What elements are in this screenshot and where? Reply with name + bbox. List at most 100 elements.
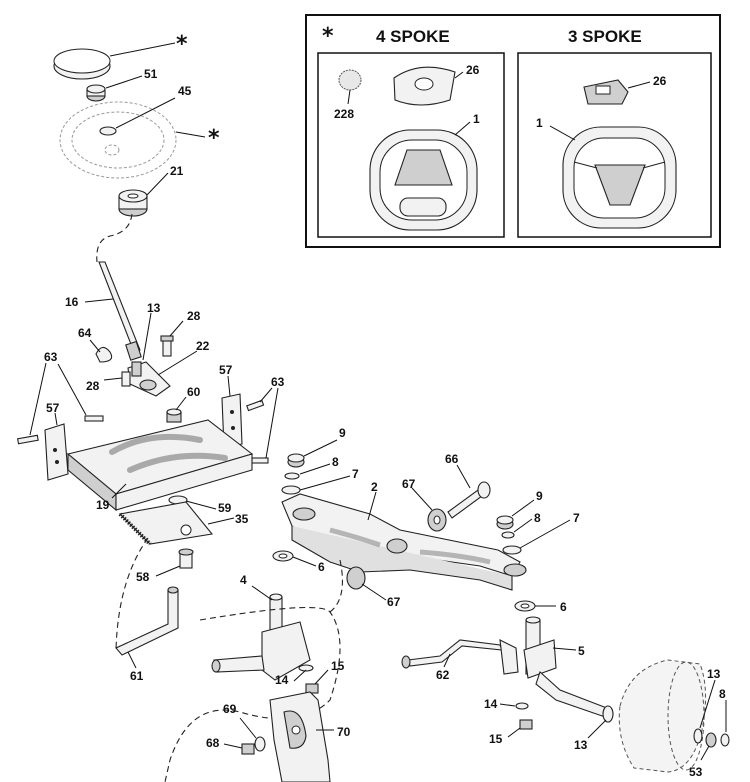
label-51: 51: [144, 67, 158, 81]
label-61: 61: [130, 669, 144, 683]
label-28-right: 28: [187, 309, 201, 323]
label-14-right: 14: [484, 697, 498, 711]
label-63-left: 63: [44, 350, 58, 364]
label-5: 5: [578, 644, 585, 658]
inset-star: *: [322, 24, 334, 49]
label-8-right: 8: [534, 511, 541, 525]
washer-13-wheel-inner: [602, 705, 614, 723]
inset-panel: * 4 SPOKE 3 SPOKE 26 228 1: [305, 14, 721, 248]
three-spoke-cap: [583, 79, 629, 105]
bushing-67-upper: [427, 508, 447, 532]
bolt-58: [178, 548, 194, 569]
label-7-left: 7: [352, 467, 359, 481]
label-63-right: 63: [271, 375, 285, 389]
spindle-4: [211, 593, 311, 681]
bolt-68: [241, 743, 255, 755]
label-9-left: 9: [339, 426, 346, 440]
nut-15-left: [305, 683, 319, 694]
label-62: 62: [436, 668, 450, 682]
label-13-top: 13: [147, 301, 161, 315]
bolt-13-top: [131, 361, 142, 377]
inset-title-4-spoke: 4 SPOKE: [376, 27, 450, 46]
pivot-bolt-66: [447, 481, 491, 519]
washer-7-right: [502, 545, 522, 555]
washer-45: [99, 126, 117, 136]
washer-13-wheel-outer: [693, 728, 703, 744]
label-15-left: 15: [331, 659, 345, 673]
cap-53: [705, 732, 717, 748]
label-8-wheel: 8: [719, 687, 726, 701]
clip-8-wheel: [720, 733, 730, 747]
label-57-left: 57: [46, 401, 60, 415]
label-35: 35: [235, 512, 249, 526]
cap-9-left: [287, 453, 305, 468]
label-67-lower: 67: [387, 595, 401, 609]
washer-7-left: [281, 485, 301, 495]
top-star: *: [176, 32, 188, 57]
label-1-three: 1: [536, 116, 543, 130]
label-6-right: 6: [560, 600, 567, 614]
bolt-14-left: [298, 664, 314, 672]
spindle-5: [523, 616, 613, 719]
label-66: 66: [445, 452, 459, 466]
label-13-wheel-outer: 13: [707, 667, 721, 681]
label-45: 45: [178, 84, 192, 98]
nut-51: [86, 84, 106, 102]
bolt-14-right: [515, 702, 529, 710]
clip-8-right: [501, 531, 515, 539]
label-7-right: 7: [573, 511, 580, 525]
bracket-70: [269, 691, 331, 782]
front-wheel: [618, 659, 707, 773]
bushing-6-left: [272, 550, 294, 562]
screw-28-right: [160, 335, 174, 357]
label-26-three: 26: [653, 74, 667, 88]
label-15-right: 15: [489, 732, 503, 746]
label-13-wheel-inner: 13: [574, 738, 588, 752]
label-57-right: 57: [219, 363, 233, 377]
steering-cap-part: [53, 48, 111, 80]
label-70: 70: [337, 725, 351, 739]
tie-rod-62: [401, 639, 519, 675]
washer-69: [254, 736, 266, 752]
label-69: 69: [223, 702, 237, 716]
plate-57-left: [44, 423, 69, 481]
nut-15-right: [519, 719, 533, 730]
label-67-upper: 67: [402, 477, 416, 491]
label-1-four: 1: [473, 112, 480, 126]
label-53: 53: [689, 765, 703, 779]
steering-shaft-16: [98, 261, 142, 361]
mount-plate-19: [66, 419, 254, 512]
nut-60: [166, 408, 182, 423]
label-68: 68: [206, 736, 220, 750]
clip-8-left: [284, 472, 300, 480]
emblem-228: [338, 69, 362, 91]
label-6-left: 6: [318, 560, 325, 574]
label-22: 22: [196, 339, 210, 353]
drag-link-61: [115, 586, 179, 656]
front-axle-2: [281, 493, 527, 591]
bolt-63-left: [16, 415, 104, 445]
label-60: 60: [187, 385, 201, 399]
label-228: 228: [334, 107, 354, 121]
inset-title-3-spoke: 3 SPOKE: [568, 27, 642, 46]
label-26-four: 26: [466, 63, 480, 77]
label-21: 21: [170, 164, 184, 178]
label-59: 59: [218, 501, 232, 515]
label-64: 64: [78, 326, 92, 340]
label-4: 4: [240, 573, 247, 587]
label-16: 16: [65, 295, 79, 309]
adapter-21: [118, 189, 148, 217]
screw-28-left: [121, 371, 131, 387]
sector-gear-35: [118, 501, 214, 546]
bushing-67-lower: [346, 566, 366, 590]
label-28-left: 28: [86, 379, 100, 393]
label-8-left: 8: [332, 455, 339, 469]
wheel-star: *: [208, 126, 220, 151]
label-58: 58: [136, 570, 150, 584]
label-9-right: 9: [536, 489, 543, 503]
steering-wheel-ghost: [59, 101, 177, 179]
label-14-left: 14: [275, 673, 289, 687]
four-spoke-cap: [393, 66, 456, 106]
three-spoke-steering-wheel: [562, 126, 677, 229]
